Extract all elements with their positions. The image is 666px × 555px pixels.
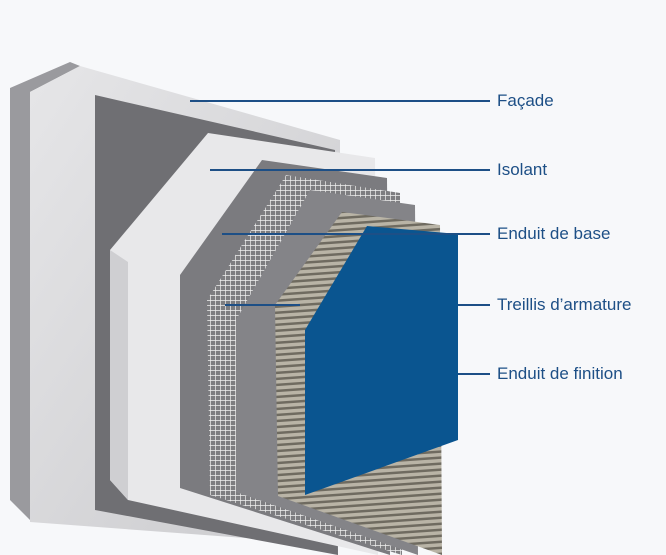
layer-finish-coat (305, 226, 458, 495)
leader-lines (190, 100, 490, 375)
label-enduit-de-finition: Enduit de finition (497, 364, 623, 383)
label-facade: Façade (497, 91, 554, 110)
label-isolant: Isolant (497, 160, 548, 179)
label-enduit-de-base: Enduit de base (497, 224, 611, 243)
label-treillis-armature: Treillis d’armature (497, 295, 632, 314)
